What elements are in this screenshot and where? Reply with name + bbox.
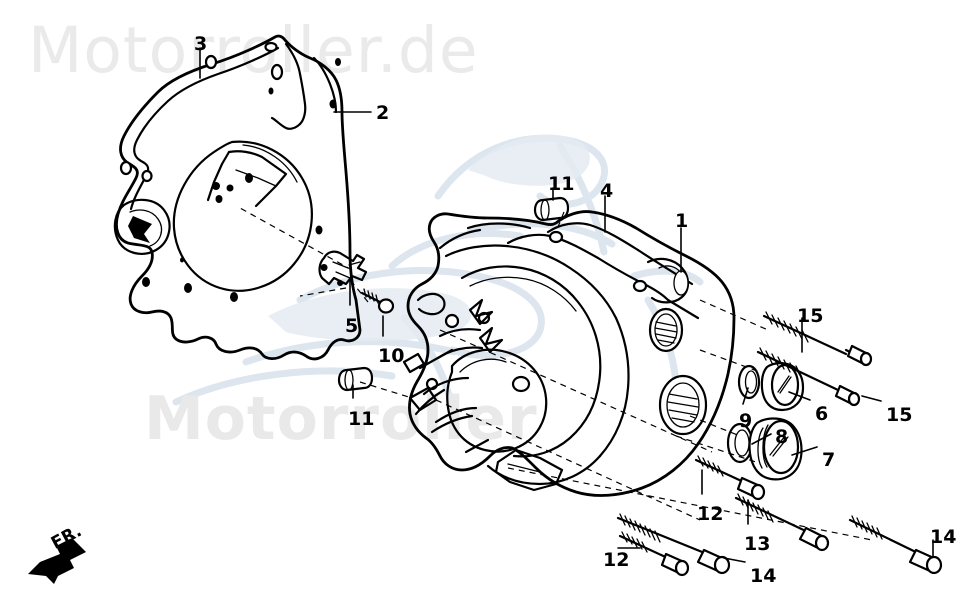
callout-leader-8 (751, 433, 772, 445)
threaded-boss-lower (658, 374, 708, 436)
callout-number-13: 13 (744, 533, 771, 555)
bolt-long-a-part (616, 513, 731, 575)
cover-bolt-bosses (425, 230, 648, 393)
bolt-extra-long-b-part (756, 347, 861, 407)
callout-number-2: 2 (376, 102, 390, 124)
callout-number-12: 12 (697, 503, 724, 525)
callout-number-8: 8 (775, 426, 789, 448)
dowel-pin-upper-part (533, 196, 570, 222)
callout-number-5: 5 (345, 315, 359, 337)
dowel-pin-lower-part (337, 366, 374, 392)
cable-guide-clamp-part (318, 250, 368, 286)
callout-number-11: 11 (348, 408, 375, 430)
bolt-long-b-part (848, 515, 943, 575)
bolt-clamp-part (360, 288, 395, 314)
bolt-short-b-part (618, 531, 690, 577)
callout-leader-9 (742, 387, 749, 405)
callout-leader-6 (788, 391, 811, 401)
callout-leaders (199, 47, 934, 563)
bolt-extra-long-a-part (762, 311, 873, 367)
callout-number-14: 14 (930, 526, 957, 548)
callout-number-10: 10 (378, 345, 405, 367)
bolt-short-a-part (694, 455, 766, 501)
callout-leader-14 (723, 557, 746, 563)
callout-number-12: 12 (603, 549, 630, 571)
screw-plug-large-part (748, 417, 803, 481)
callout-number-4: 4 (600, 180, 614, 202)
callout-number-1: 1 (675, 210, 689, 232)
callout-number-14: 14 (750, 565, 777, 587)
callout-number-15: 15 (886, 404, 913, 426)
callout-number-6: 6 (815, 403, 829, 425)
left-crankcase-cover-part (402, 210, 736, 497)
front-direction-arrow (28, 538, 86, 584)
screw-plug-small-part (760, 362, 805, 412)
callout-number-9: 9 (739, 410, 753, 432)
assembly-guide-lines (239, 207, 873, 541)
callout-leader-15 (861, 395, 882, 402)
callout-leader-7 (791, 446, 818, 456)
threaded-boss-upper (648, 307, 684, 353)
gasket-part (113, 34, 362, 361)
callout-number-3: 3 (194, 33, 208, 55)
callout-number-7: 7 (822, 449, 836, 471)
callout-number-11: 11 (548, 173, 575, 195)
callout-number-15: 15 (797, 305, 824, 327)
gasket-bolt-holes (119, 41, 341, 302)
